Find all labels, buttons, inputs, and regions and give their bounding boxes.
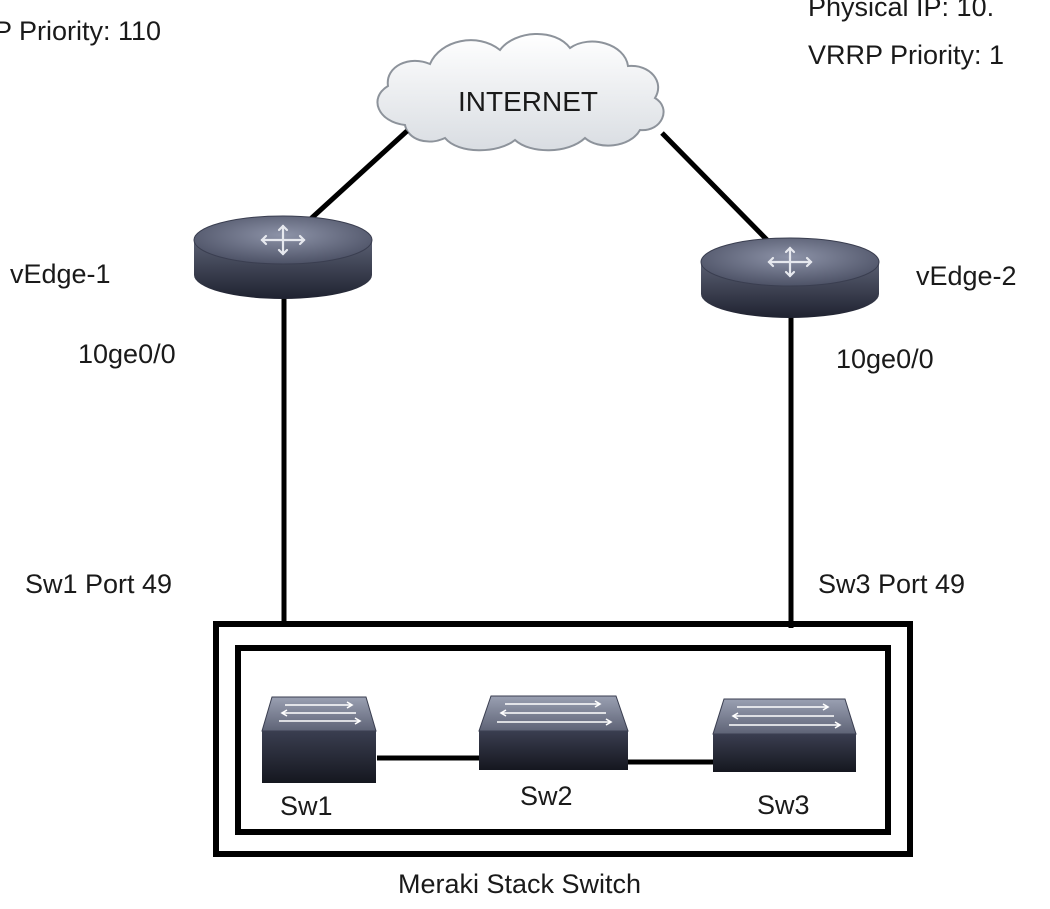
sw1-label: Sw1 xyxy=(280,791,333,821)
vedge2-label: vEdge-2 xyxy=(916,261,1017,291)
router-icon xyxy=(193,215,373,299)
internet-cloud-icon xyxy=(376,33,665,152)
top-left-priority-text: P Priority: 110 xyxy=(0,16,162,46)
vedge2-port-label: 10ge0/0 xyxy=(836,344,934,374)
switch-icon xyxy=(478,695,629,770)
top-right-physical-ip-text: Physical IP: 10. xyxy=(808,0,995,22)
top-right-vrrp-priority-text: VRRP Priority: 1 xyxy=(808,40,1005,70)
switch-icon xyxy=(712,698,857,772)
link-cloud-vedge1 xyxy=(302,129,409,227)
vedge1-port-label: 10ge0/0 xyxy=(78,339,176,369)
internet-label: INTERNET xyxy=(458,86,598,117)
sw2-label: Sw2 xyxy=(520,781,573,811)
sw3-port-label: Sw3 Port 49 xyxy=(818,569,966,599)
router-icon xyxy=(700,237,880,318)
stack-outer-frame xyxy=(213,621,913,857)
stack-label: Meraki Stack Switch xyxy=(398,869,642,899)
vedge1-label: vEdge-1 xyxy=(10,259,111,289)
sw3-label: Sw3 xyxy=(757,790,810,820)
sw1-port-label: Sw1 Port 49 xyxy=(25,569,173,599)
switch-icon xyxy=(261,696,377,783)
stack-inner-frame xyxy=(235,645,891,835)
link-cloud-vedge2 xyxy=(660,131,774,247)
